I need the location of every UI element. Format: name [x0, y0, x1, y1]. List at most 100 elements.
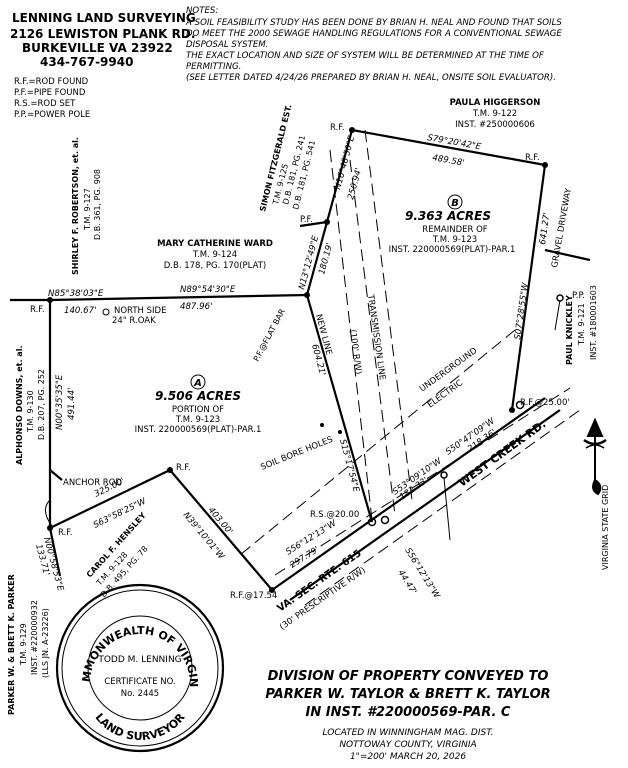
seal-cert-no: No. 2445 — [121, 689, 159, 699]
corner-labels: R.F. R.F. P.F. R.F. R.F. R.F. R.F.@25.00… — [30, 123, 585, 601]
bearing-label: N00°35'35"E — [55, 374, 65, 430]
corner-marker — [47, 297, 53, 303]
corner-label: R.F.@25.00' — [520, 398, 570, 408]
parcel-text: INST. 220000569(PLAT)-PAR.1 — [389, 245, 516, 255]
company-name: LENNING LAND SURVEYING — [12, 11, 196, 25]
owner-text: D.B. 178, PG. 170(PLAT) — [164, 261, 267, 271]
subtitle-line: LOCATED IN WINNINGHAM MAG. DIST. — [323, 728, 494, 738]
transmission-label: TRANSMISSION LINE — [365, 293, 387, 381]
owner-text: D.B. 207, PG. 252 — [37, 369, 46, 440]
parcel-text: T.M. 9-123 — [432, 235, 477, 245]
corner-label: P.P. — [572, 291, 585, 301]
corner-markers — [47, 127, 564, 593]
owner-text: T.M. 9-122 — [472, 109, 517, 119]
owner-text: T.M. 9-129 — [19, 623, 28, 666]
title-line: DIVISION OF PROPERTY CONVEYED TO — [268, 669, 549, 684]
distance-label: 487.96' — [180, 302, 212, 312]
company-phone: 434-767-9940 — [40, 55, 133, 69]
distance-label: 489.58' — [431, 153, 465, 168]
road-prescriptive-line-north — [274, 387, 571, 576]
scale-date-line: 1"=200' MARCH 20, 2026 — [350, 752, 466, 762]
distance-label: 403.00' — [206, 506, 235, 537]
distance-label: 250.94' — [346, 167, 364, 201]
company-city: BURKEVILLE VA 23922 — [22, 41, 173, 55]
corner-label: R.F. — [58, 528, 73, 538]
boundary-east — [510, 164, 547, 411]
bearing-label: N13°12'49"E — [297, 234, 321, 291]
power-pole-marker — [440, 471, 448, 479]
owner-parker: PARKER W. & BRETT K. PARKER T.M. 9-129 I… — [7, 574, 50, 715]
distance-label: 641.27' — [538, 212, 552, 246]
oak-tree-marker — [102, 308, 110, 316]
corner-label: R.F. — [330, 123, 345, 133]
transmission-line-west — [329, 149, 373, 521]
notes-line: PERMITTING. — [186, 62, 241, 72]
owner-text: T.M. 9-124 — [192, 250, 237, 260]
parcel-area: 9.363 ACRES — [405, 209, 491, 223]
anchor-rod-label: ANCHOR ROD — [63, 478, 122, 488]
property-lines — [10, 128, 591, 601]
parcel-text: T.M. 9-123 — [175, 415, 220, 425]
bearing-label: N89°54'30"E — [180, 285, 236, 295]
legend-item: R.F.=ROD FOUND — [14, 77, 89, 87]
oak-label: NORTH SIDE — [114, 306, 166, 316]
owner-paulk: PAUL KNICKLEY T.M. 9-121 INST. #18000160… — [565, 285, 598, 365]
parcel-marker-circle — [447, 194, 463, 210]
owner-shirley: SHIRLEY F. ROBERTSON, et. al. T.M. 9-127… — [71, 137, 102, 275]
notes-line: (SEE LETTER DATED 4/24/26 PREPARED BY BR… — [186, 73, 556, 83]
owner-text: INST. #250000606 — [455, 120, 535, 130]
corner-label: R.F.@17.54 — [230, 591, 277, 601]
easement-lines — [239, 129, 581, 606]
company-header: LENNING LAND SURVEYING 2126 LEWISTON PLA… — [10, 11, 196, 69]
seal-name: TODD M. LENNING — [97, 655, 181, 665]
corner-label: P.F.@FLAT BAR — [252, 307, 287, 363]
soil-bore-hole — [338, 430, 342, 434]
owner-text: T.M. 9-127 — [83, 188, 92, 231]
parcel-marker: A — [193, 378, 202, 389]
corner-marker — [47, 525, 53, 531]
corner-label: R.F. — [525, 153, 540, 163]
owner-text: INST. #220000932 — [30, 600, 39, 675]
legend-item: P.P.=POWER POLE — [14, 110, 90, 120]
bearing-label: S07°28'55"W — [513, 282, 531, 341]
road-line-south — [289, 409, 561, 601]
parcel-text: INST. 220000569(PLAT)-PAR.1 — [135, 425, 262, 435]
title-line: IN INST. #220000569-PAR. C — [306, 705, 511, 720]
transmission-line-center — [364, 129, 413, 501]
corner-marker — [269, 587, 275, 593]
soil-bore-hole — [320, 423, 324, 427]
corner-marker — [324, 219, 330, 225]
corner-marker — [509, 407, 515, 413]
boundary-simon — [325, 129, 354, 223]
parcel-marker-circle — [190, 374, 206, 390]
corner-label: P.F. — [300, 215, 313, 225]
notes-line: DISPOSAL SYSTEM. — [186, 40, 268, 50]
title-block: DIVISION OF PROPERTY CONVEYED TO PARKER … — [265, 669, 550, 762]
parcel-text: REMAINDER OF — [422, 225, 488, 235]
parcel-a: A 9.506 ACRES PORTION OF T.M. 9-123 INST… — [135, 374, 262, 435]
owner-name: PAUL KNICKLEY — [565, 295, 574, 365]
arrow-leaders — [45, 299, 561, 541]
owner-text: INST. #180001603 — [589, 285, 598, 360]
owner-paula: PAULA HIGGERSON T.M. 9-122 INST. #250000… — [450, 98, 541, 130]
owner-simon: SIMON FITZGERALD EST. T.M. 9-125 D.B. 18… — [258, 103, 317, 212]
parcel-text: PORTION OF — [172, 405, 224, 415]
notes-block: NOTES: A SOIL FEASIBILITY STUDY HAS BEEN… — [185, 6, 562, 83]
rod-set-marker — [367, 517, 377, 527]
adjoiner-line-simon — [299, 220, 328, 228]
road-line — [271, 397, 546, 591]
boundary-carol-top — [49, 469, 171, 529]
boundary-carol-side — [169, 469, 273, 591]
anchor-rod-line — [49, 469, 63, 481]
boundary-pf — [305, 221, 329, 296]
soil-bore-label: SOIL BORE HOLES — [259, 435, 334, 473]
corner-marker — [542, 162, 548, 168]
abbreviation-legend: R.F.=ROD FOUND P.F.=PIPE FOUND R.S.=ROD … — [14, 77, 90, 120]
owner-name: ALPHONSO DOWNS, et. al. — [15, 346, 24, 466]
rod-set-marker — [380, 515, 390, 525]
parcel-b: B 9.363 ACRES REMAINDER OF T.M. 9-123 IN… — [389, 194, 516, 255]
corner-marker — [349, 127, 355, 133]
owner-text: D.B. 361, PG. 908 — [93, 169, 102, 240]
bearing-label: S15°17'54"E — [337, 438, 361, 494]
